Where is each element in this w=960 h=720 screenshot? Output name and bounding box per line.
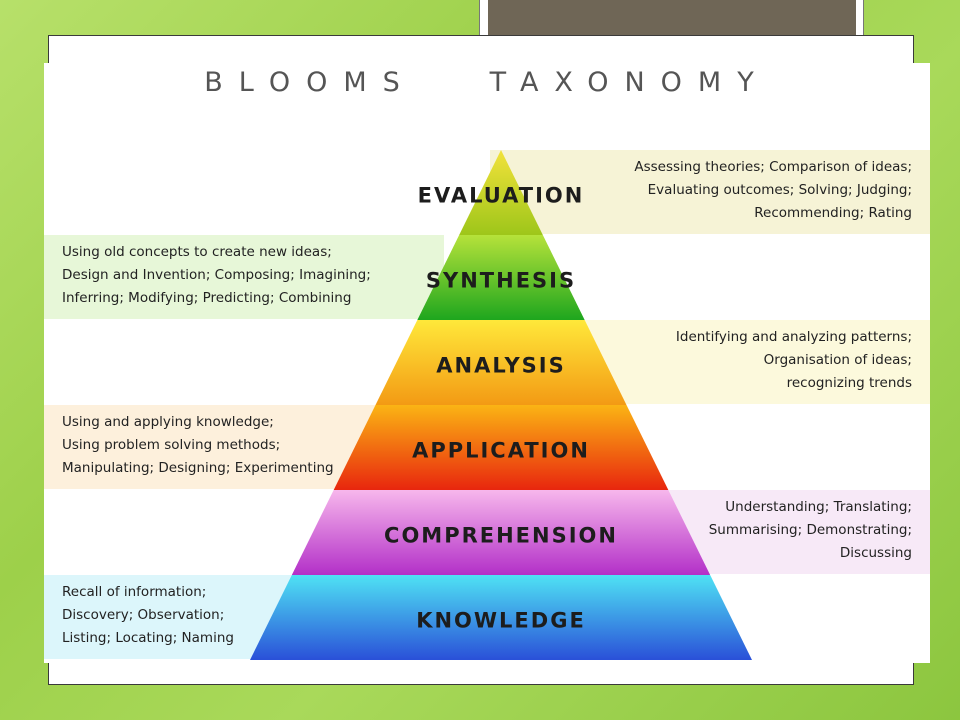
description-line: Understanding; Translating; <box>725 499 912 515</box>
description-line: Design and Invention; Composing; Imagini… <box>62 267 371 283</box>
level-label-evaluation: EVALUATION <box>418 184 585 208</box>
level-label-knowledge: KNOWLEDGE <box>416 609 586 633</box>
description-line: Using old concepts to create new ideas; <box>62 244 332 260</box>
level-label-analysis: ANALYSIS <box>436 354 565 378</box>
description-line: Using problem solving methods; <box>62 437 281 453</box>
description-line: Manipulating; Designing; Experimenting <box>62 460 334 476</box>
description-line: Summarising; Demonstrating; <box>708 522 912 538</box>
description-line: Recommending; Rating <box>754 205 912 221</box>
pyramid-layer-comprehension <box>291 490 711 575</box>
pyramid-layer-evaluation <box>459 150 543 235</box>
level-label-application: APPLICATION <box>412 439 590 463</box>
evaluation-description: Assessing theories; Comparison of ideas;… <box>490 150 930 234</box>
synthesis-description: Using old concepts to create new ideas; … <box>44 235 444 319</box>
pyramid-layer-knowledge <box>250 575 752 660</box>
pyramid-layer-analysis <box>375 320 627 405</box>
description-line: Listing; Locating; Naming <box>62 630 234 646</box>
description-line: Identifying and analyzing patterns; <box>675 329 912 345</box>
description-line: Inferring; Modifying; Predicting; Combin… <box>62 290 352 306</box>
blooms-taxonomy-image: BLOOMS TAXONOMY Assessing theories; Comp… <box>44 63 930 663</box>
pyramid-layer-application <box>333 405 669 490</box>
description-line: Discovery; Observation; <box>62 607 225 623</box>
level-label-synthesis: SYNTHESIS <box>426 269 576 293</box>
level-label-comprehension: COMPREHENSION <box>384 524 618 548</box>
description-line: Assessing theories; Comparison of ideas; <box>634 159 912 175</box>
description-line: Using and applying knowledge; <box>62 414 274 430</box>
pyramid-layer-synthesis <box>417 235 585 320</box>
description-line: Organisation of ideas; <box>763 352 912 368</box>
description-line: Recall of information; <box>62 584 207 600</box>
description-line: Discussing <box>839 545 912 561</box>
description-line: recognizing trends <box>786 375 912 391</box>
pyramid: EVALUATION SYNTHESIS ANALYSIS APPLICATION CO… <box>250 150 752 660</box>
description-line: Evaluating outcomes; Solving; Judging; <box>647 182 912 198</box>
diagram-title: BLOOMS TAXONOMY <box>204 67 770 98</box>
